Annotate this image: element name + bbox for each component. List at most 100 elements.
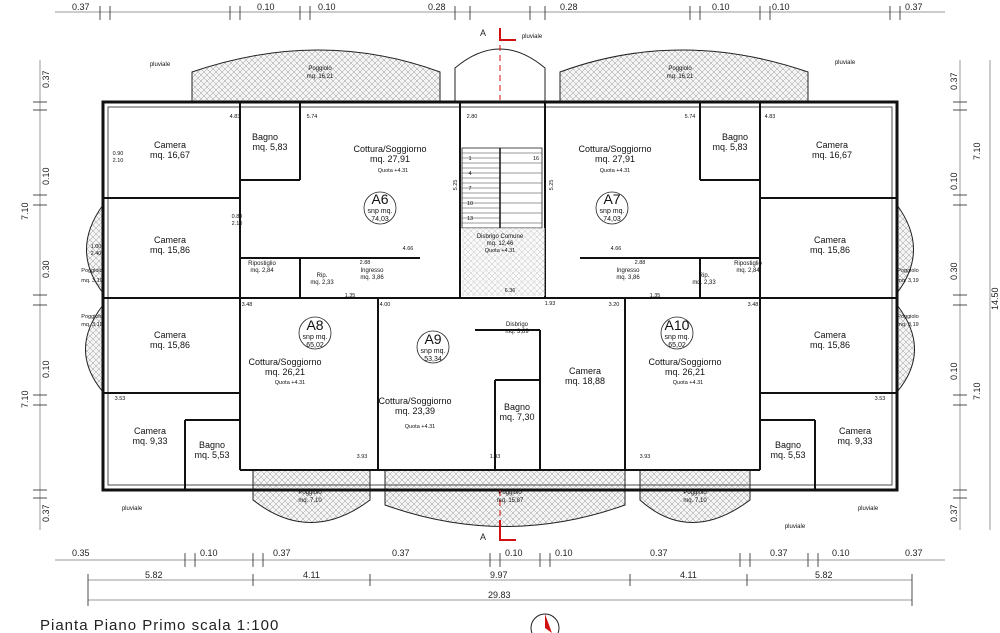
unit-area: 65,02	[306, 342, 324, 349]
interior-dim: 5.25	[453, 180, 459, 191]
total-width: 29.83	[488, 590, 511, 600]
room-name: Rip.	[699, 273, 710, 279]
quota-notes: Quota +4.31 Quota +4.31 Quota +4.31 Quot…	[275, 168, 703, 430]
stair-step: 13	[467, 216, 473, 222]
interior-dim: 1.35	[650, 293, 661, 299]
left-dimension-line: 0.37 7.10 0.10 0.30 0.10 7.10 0.37	[20, 60, 51, 530]
interior-dim: 4.83	[230, 114, 241, 120]
interior-dim: 5.25	[549, 180, 555, 191]
pluviale-label: pluviale	[835, 60, 856, 66]
room-name: Bagno	[199, 440, 225, 450]
top-dim-2: 0.10	[257, 2, 275, 12]
room-name: Ingresso	[616, 268, 640, 274]
room-name: Ingresso	[360, 268, 384, 274]
balcony-name: Poggiolo	[683, 490, 707, 496]
interior-dim: 3.53	[115, 396, 126, 402]
section-label-top: A	[480, 28, 486, 38]
interior-dim: 1.00	[91, 244, 102, 250]
right-dim-5: 14.50	[990, 287, 1000, 310]
interior-dim: 5.74	[685, 114, 696, 120]
stair-step: 1	[468, 156, 471, 162]
room-area: mq. 15,86	[810, 340, 850, 350]
section-line: A A	[480, 28, 516, 542]
unit-area: 74,03	[603, 216, 621, 223]
room-name: Bagno	[722, 132, 748, 142]
pluviale-label: pluviale	[150, 62, 171, 68]
room-name: Cottura/Soggiorno	[578, 144, 651, 154]
room-area: mq. 5,53	[770, 450, 805, 460]
room-name: Disbrigo	[506, 322, 529, 328]
top-dim-5: 0.28	[560, 2, 578, 12]
quota-note: Quota +4.31	[485, 248, 515, 254]
bottom-dim: 0.10	[505, 548, 523, 558]
left-dim-2: 7.10	[20, 202, 30, 220]
interior-dim: 2.40	[91, 251, 102, 257]
top-dimension-line: 0.37 0.10 0.10 0.28 0.28 0.10 0.10 0.37	[55, 2, 945, 20]
balcony-area: mq. 3,19	[81, 278, 102, 284]
room-name: Ripostiglio	[734, 261, 762, 267]
interior-dim: 2.10	[232, 221, 243, 227]
room-name: Camera	[569, 366, 601, 376]
balcony-name: Poggiolo	[298, 490, 322, 496]
interior-dim: 1.35	[345, 293, 356, 299]
pluviale-label: pluviale	[785, 524, 806, 530]
balcony-name: Poggiolo	[897, 268, 918, 274]
room-name: Camera	[816, 140, 848, 150]
left-dim-1: 0.37	[41, 70, 51, 88]
balcony-area: mq. 7,10	[298, 498, 322, 504]
bottom-dim-2: 4.11	[303, 570, 320, 580]
unit-markers: A6 snp mq. 74,03 A7 snp mq. 74,03 A8 snp…	[298, 191, 694, 364]
bottom-dim: 0.10	[200, 548, 218, 558]
unit-snp: snp mq.	[421, 348, 446, 355]
top-dim-1: 0.37	[72, 2, 90, 12]
room-area: mq. 12,46	[487, 241, 514, 247]
room-area: mq. 16,67	[150, 150, 190, 160]
bottom-dim-2: 4.11	[680, 570, 697, 580]
top-dim-6: 0.10	[712, 2, 730, 12]
interior-dim: 2.88	[635, 260, 646, 266]
quota-note: Quota +4.31	[673, 380, 703, 386]
pluviale-labels: pluviale pluviale pluviale pluviale pluv…	[122, 34, 879, 530]
balcony-name: Poggiolo	[81, 268, 102, 274]
balcony-area: mq. 16,21	[667, 74, 694, 80]
room-area: mq. 3,86	[360, 275, 384, 281]
bottom-dim: 0.37	[905, 548, 923, 558]
unit-snp: snp mq.	[368, 208, 393, 215]
room-area: mq. 5,83	[712, 142, 747, 152]
room-area: mq. 2,33	[310, 280, 334, 286]
quota-note: Quota +4.31	[275, 380, 305, 386]
room-area: mq. 2,84	[736, 268, 760, 274]
room-area: mq. 15,86	[150, 340, 190, 350]
room-name: Cottura/Soggiorno	[378, 396, 451, 406]
plan-caption: Pianta Piano Primo scala 1:100	[40, 617, 279, 633]
interior-walls	[103, 102, 897, 490]
top-dim-3: 0.10	[318, 2, 336, 12]
bottom-dim: 0.37	[392, 548, 410, 558]
balcony-name: Poggiolo	[81, 314, 102, 320]
room-name: Bagno	[504, 402, 530, 412]
room-name: Camera	[154, 330, 186, 340]
interior-dim: 3.93	[640, 454, 651, 460]
interior-dim: 0.80	[232, 214, 243, 220]
room-name: Disbrigo Comune	[477, 234, 524, 240]
room-area: mq. 27,91	[595, 154, 635, 164]
room-name: Camera	[134, 426, 166, 436]
interior-dim: 2.80	[467, 114, 478, 120]
room-area: mq. 27,91	[370, 154, 410, 164]
balcony-area: mq. 3,19	[897, 322, 918, 328]
stair-step: 4	[468, 171, 471, 177]
room-area: mq. 23,39	[395, 406, 435, 416]
interior-dim: 2.10	[113, 158, 124, 164]
balcony-area: mq. 7,10	[683, 498, 707, 504]
top-dim-7: 0.10	[772, 2, 790, 12]
unit-id: A6	[371, 191, 388, 207]
room-name: Ripostiglio	[248, 261, 276, 267]
balcony-labels: Poggiolo mq. 16,21 Poggiolo mq. 16,21 Po…	[81, 66, 918, 504]
room-name: Camera	[814, 235, 846, 245]
interior-dim: 3.20	[609, 302, 620, 308]
room-name: Cottura/Soggiorno	[648, 357, 721, 367]
right-dim-1: 0.37	[949, 72, 959, 90]
bottom-dim: 0.37	[770, 548, 788, 558]
left-dim-5: 0.10	[41, 360, 51, 378]
